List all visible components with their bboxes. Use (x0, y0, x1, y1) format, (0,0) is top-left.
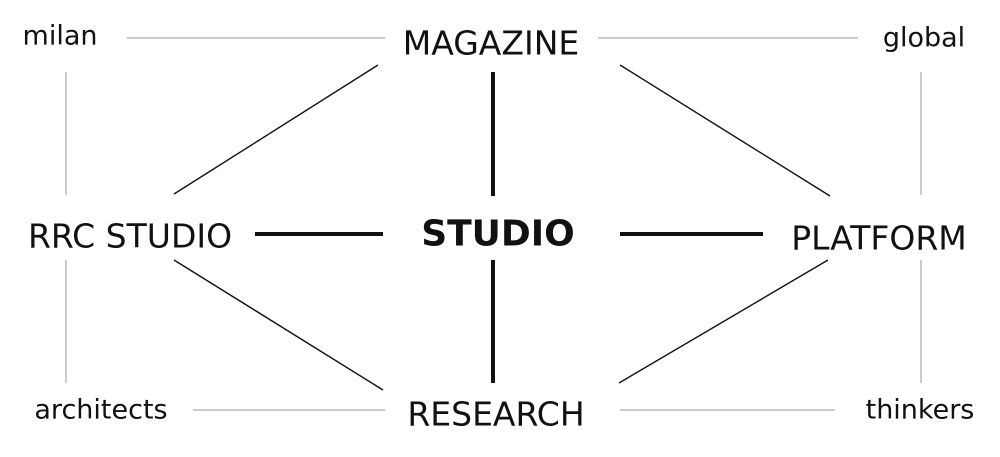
node-top: MAGAZINE (403, 24, 580, 63)
connector-platform-research (618, 259, 829, 384)
node-top-left: milan (23, 21, 98, 52)
connector-magazine-platform (619, 64, 831, 197)
node-center: STUDIO (421, 214, 575, 255)
node-top-right: global (883, 23, 965, 54)
connector-rrc-studio-research (173, 259, 384, 391)
node-right: PLATFORM (791, 219, 967, 258)
node-bottom-left: architects (34, 395, 167, 426)
node-bottom-right: thinkers (866, 395, 975, 426)
node-left: RRC STUDIO (28, 217, 232, 256)
connector-magazine-rrc-studio (173, 64, 379, 195)
node-bottom: RESEARCH (407, 395, 584, 434)
